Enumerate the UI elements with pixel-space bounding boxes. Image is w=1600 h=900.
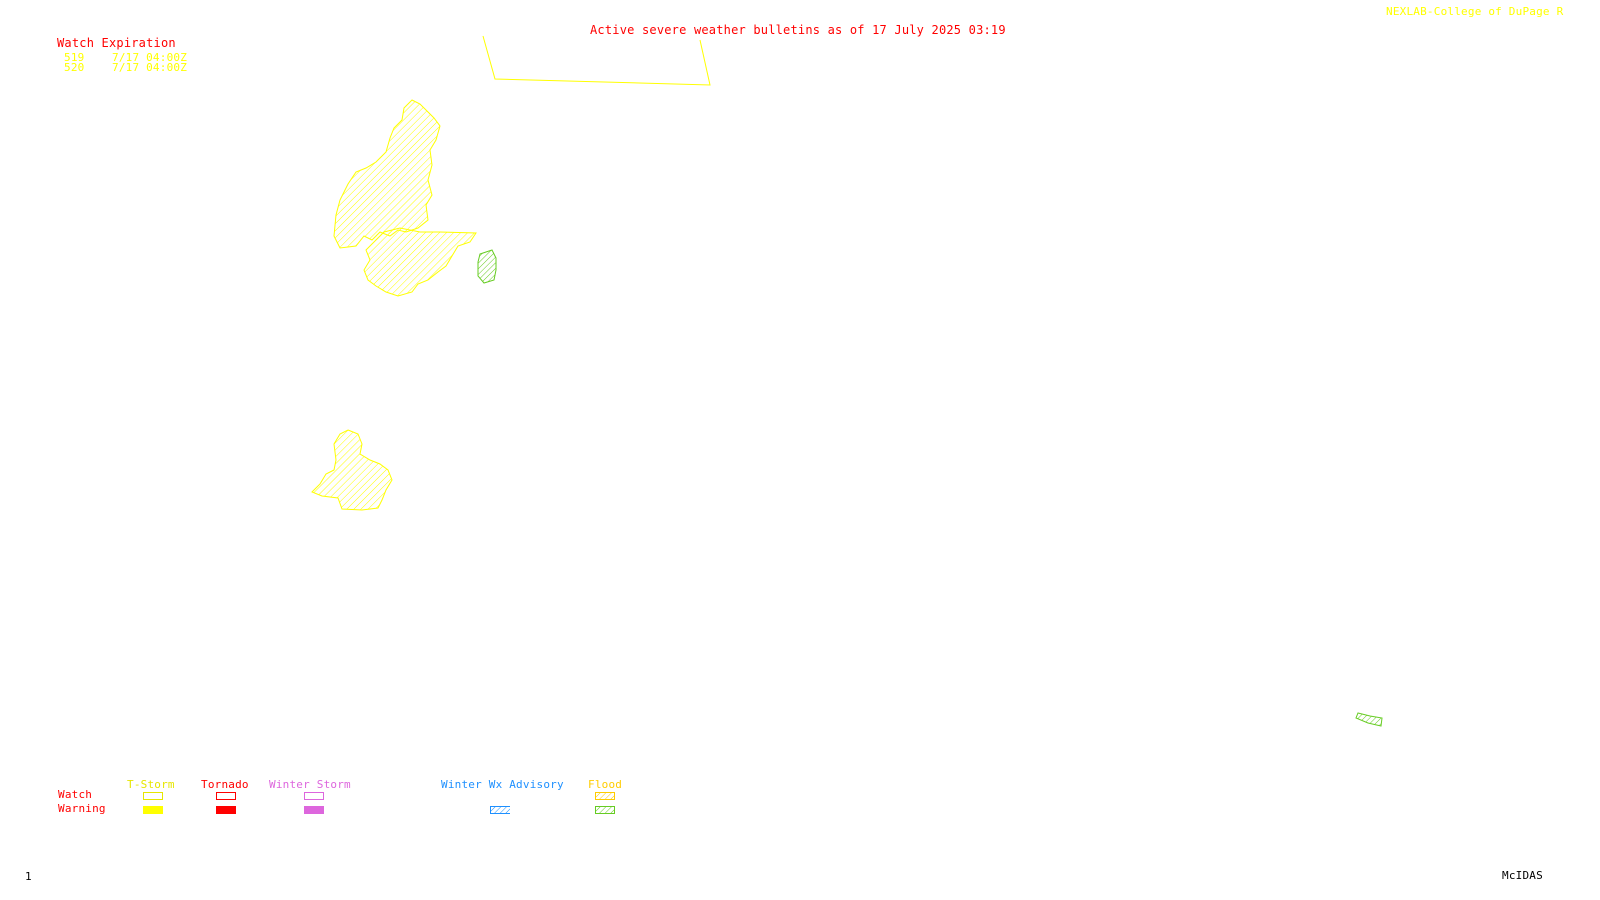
frame-number: 1 [25,870,32,883]
tstorm-watch-swatch [143,792,163,800]
legend-warning-row-label: Warning [58,802,106,815]
flood-warning-swatch [595,806,615,814]
flood-watch-swatch [595,792,615,800]
tstorm-warning-area [311,429,393,511]
tstorm-warning-area [333,99,441,249]
tstorm-warning-area [363,227,477,297]
watch-expiration-title: Watch Expiration [57,36,176,50]
legend-tstorm-label: T-Storm [127,778,175,791]
legend-winter-advisory-label: Winter Wx Advisory [441,778,564,791]
winter-storm-watch-swatch [304,792,324,800]
watch-outline [482,35,711,86]
watch-expires: 7/17 04:00Z [112,61,188,74]
software-label: McIDAS [1502,869,1543,882]
watch-number: 520 [64,61,85,74]
tornado-warning-swatch [216,806,236,814]
flood-warning-area [1355,712,1383,727]
legend-winter-storm-label: Winter Storm [269,778,351,791]
credit-label: NEXLAB-College of DuPage R [1386,5,1564,18]
winter-storm-warning-swatch [304,806,324,814]
watch-expires: 7/17 04:00Z [112,51,188,64]
flood-warning-area [477,249,497,284]
watch-number: 519 [64,51,85,64]
tstorm-warning-swatch [143,806,163,814]
legend-flood-label: Flood [588,778,623,791]
tornado-watch-swatch [216,792,236,800]
bulletin-title: Active severe weather bulletins as of 17… [590,23,1006,37]
legend-tornado-label: Tornado [201,778,249,791]
legend-watch-row-label: Watch [58,788,93,801]
winter-advisory-swatch [490,806,510,814]
